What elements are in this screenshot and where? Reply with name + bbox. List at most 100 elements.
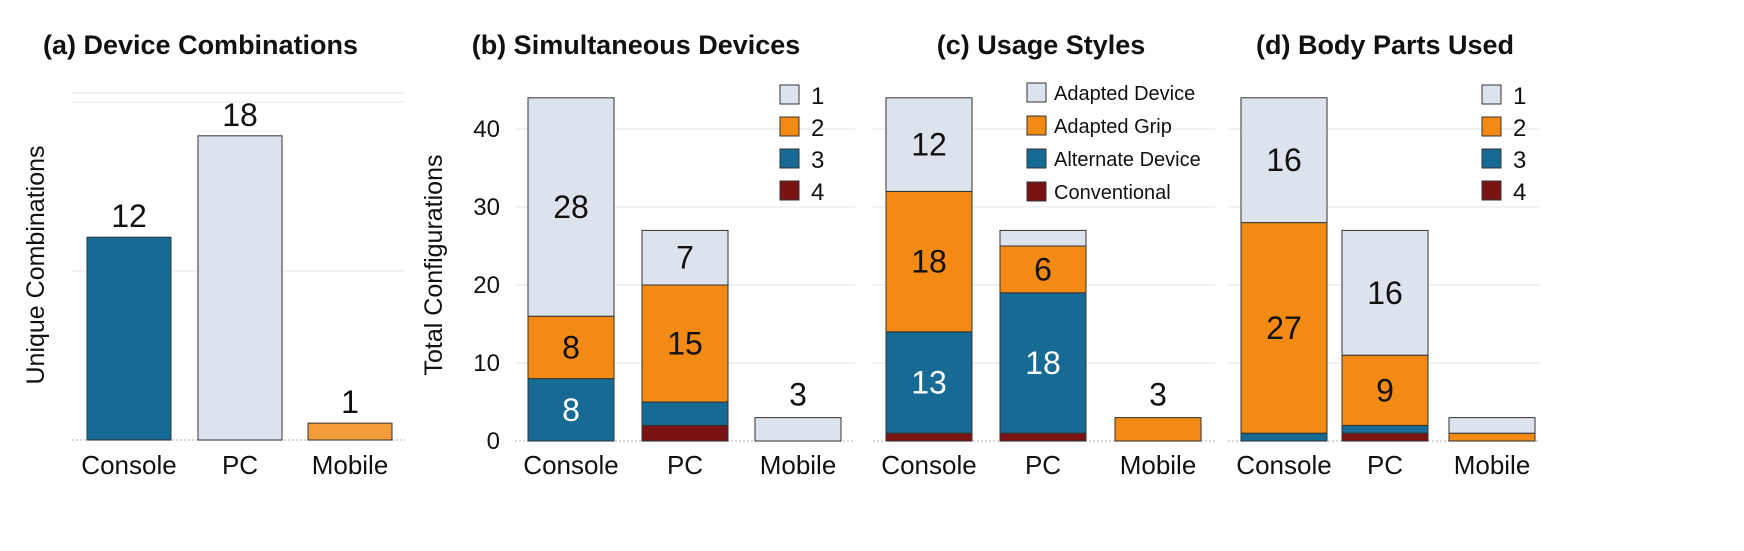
data-label: 9 <box>1376 372 1394 408</box>
data-label: 18 <box>222 97 258 133</box>
bar-segment-console-3 <box>1240 432 1328 442</box>
bar-segment-pc-4 <box>1341 432 1429 442</box>
legend-swatch-conventional <box>1026 181 1047 202</box>
bar-segment-console-1 <box>527 97 615 317</box>
legend-swatch-3 <box>1481 148 1502 169</box>
legend-label: Conventional <box>1054 182 1171 204</box>
legend-label: Adapted Grip <box>1054 116 1172 138</box>
bar-segment-mobile-1 <box>754 417 842 442</box>
data-label: 3 <box>1149 377 1167 413</box>
bar-segment-pc-adapted-grip <box>999 245 1087 294</box>
y-tick-label: 20 <box>473 272 500 299</box>
data-label: 27 <box>1266 310 1302 346</box>
legend-label: 3 <box>811 147 824 174</box>
legend-label: 1 <box>1513 83 1526 110</box>
x-tick-label: Console <box>523 450 618 480</box>
data-label: 8 <box>562 329 580 365</box>
data-label: 3 <box>789 377 807 413</box>
y-tick-label: 10 <box>473 350 500 377</box>
legend-swatch-1 <box>1481 84 1502 105</box>
data-label: 16 <box>1266 142 1302 178</box>
y-axis-label: Total Configurations <box>420 155 448 376</box>
x-tick-label: Mobile <box>312 450 389 480</box>
chart-title: (b) Simultaneous Devices <box>472 30 801 60</box>
bar-console <box>86 236 172 441</box>
data-label: 16 <box>1367 275 1403 311</box>
chart-title: (a) Device Combinations <box>43 30 358 60</box>
bar-segment-console-alternate-device <box>885 331 973 434</box>
bar-segment-mobile-adapted-grip <box>1114 417 1202 442</box>
bar-segment-pc-1 <box>641 229 729 286</box>
legend-label: 4 <box>811 179 824 206</box>
chart-title: (d) Body Parts Used <box>1256 30 1514 60</box>
legend-label: Adapted Device <box>1054 83 1195 105</box>
bar-segment-console-1 <box>1240 97 1328 224</box>
bar-segment-pc-adapted-device <box>999 229 1087 247</box>
bar-segment-pc-3 <box>641 401 729 426</box>
y-tick-label: 0 <box>487 428 500 455</box>
x-tick-label: Console <box>881 450 976 480</box>
bar-segment-console-3 <box>527 378 615 442</box>
legend-swatch-alternate-device <box>1026 148 1047 169</box>
legend-swatch-3 <box>779 148 800 169</box>
data-label: 13 <box>911 365 947 401</box>
y-tick-label: 40 <box>473 116 500 143</box>
x-tick-label: PC <box>667 450 703 480</box>
legend-label: 4 <box>1513 179 1526 206</box>
bar-segment-console-conventional <box>885 432 973 442</box>
y-axis-label: Unique Combinations <box>22 145 50 384</box>
data-label: 28 <box>553 189 589 225</box>
bar-segment-console-adapted-device <box>885 97 973 192</box>
x-tick-label: PC <box>1367 450 1403 480</box>
legend-label: 2 <box>1513 115 1526 142</box>
x-tick-label: Console <box>81 450 176 480</box>
legend-swatch-adapted-grip <box>1026 115 1047 136</box>
x-tick-label: PC <box>1025 450 1061 480</box>
data-label: 12 <box>111 198 147 234</box>
legend-label: 1 <box>811 83 824 110</box>
x-tick-label: PC <box>222 450 258 480</box>
x-tick-label: Mobile <box>760 450 837 480</box>
legend-swatch-adapted-device <box>1026 82 1047 103</box>
legend-swatch-2 <box>779 116 800 137</box>
bar-segment-pc-2 <box>1341 354 1429 426</box>
data-label: 18 <box>911 244 947 280</box>
x-tick-label: Mobile <box>1454 450 1531 480</box>
bar-segment-pc-4 <box>641 424 729 442</box>
data-label: 7 <box>676 240 694 276</box>
chart-title: (c) Usage Styles <box>937 30 1146 60</box>
data-label: 1 <box>341 384 359 420</box>
x-tick-label: Mobile <box>1120 450 1197 480</box>
data-label: 8 <box>562 392 580 428</box>
bar-mobile <box>307 422 393 441</box>
data-label: 6 <box>1034 251 1052 287</box>
legend-swatch-2 <box>1481 116 1502 137</box>
data-label: 18 <box>1025 345 1061 381</box>
legend-swatch-4 <box>779 180 800 201</box>
legend: 1 2 3 4 <box>1481 83 1526 206</box>
bar-segment-pc-3 <box>1341 424 1429 434</box>
legend-swatch-1 <box>779 84 800 105</box>
data-label: 15 <box>667 326 703 362</box>
bar-segment-console-adapted-grip <box>885 190 973 333</box>
bar-segment-pc-conventional <box>999 432 1087 442</box>
bar-segment-mobile-2 <box>1448 432 1536 442</box>
legend-label: 3 <box>1513 147 1526 174</box>
bar-segment-console-2 <box>527 315 615 380</box>
bar-segment-pc-1 <box>1341 229 1429 356</box>
bar-segment-pc-alternate-device <box>999 292 1087 434</box>
bar-segment-console-2 <box>1240 222 1328 434</box>
y-tick-label: 30 <box>473 194 500 221</box>
data-label: 12 <box>911 127 947 163</box>
legend-label: 2 <box>811 115 824 142</box>
legend: 1 2 3 4 <box>779 83 824 206</box>
bar-segment-mobile-1 <box>1448 417 1536 434</box>
legend-label: Alternate Device <box>1054 149 1201 171</box>
legend-swatch-4 <box>1481 180 1502 201</box>
